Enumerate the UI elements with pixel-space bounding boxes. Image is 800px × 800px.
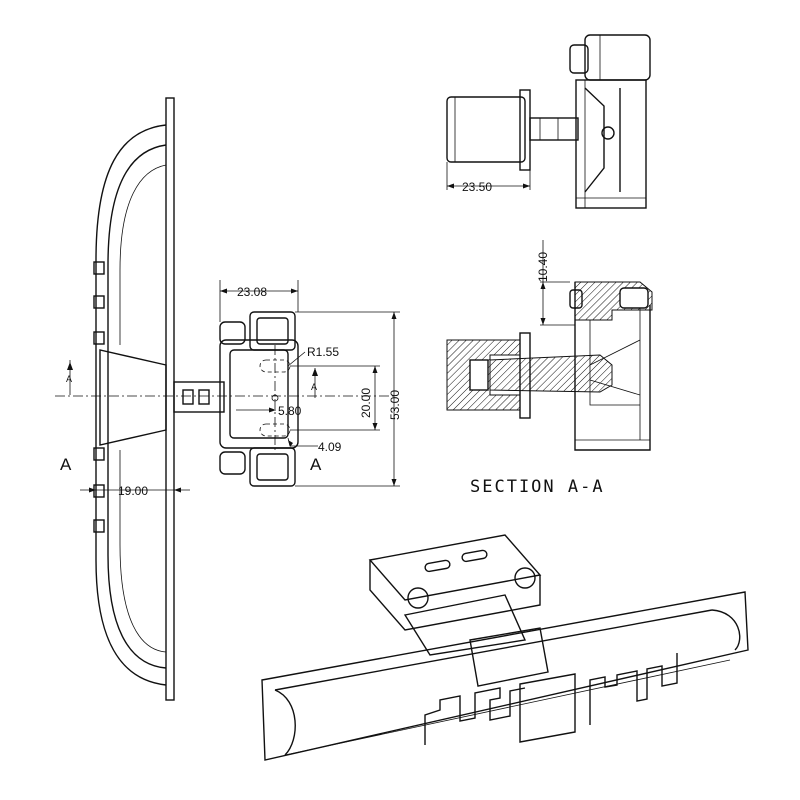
dim-19-00: 19.00 [118,484,148,498]
section-title: SECTION A-A [470,477,605,497]
section-arrow-left: A [66,374,72,384]
cut-label-right: A [310,455,322,474]
dim-4-09: 4.09 [318,440,342,454]
dim-5-80: 5.80 [278,404,302,418]
dim-10-40: 10.40 [536,252,550,282]
dim-r1-55: R1.55 [307,345,339,359]
section-view: 10.40 SECTION A-A [446,240,653,497]
cut-label-left: A [60,455,72,474]
side-view: A A 19.00 [55,97,395,701]
top-view: 23.50 [446,34,651,209]
dim-23-08: 23.08 [237,285,267,299]
isometric-view [261,534,749,761]
front-view: 23.08 R1.55 A A 20.00 53.00 5.80 4.09 [219,280,402,487]
section-arrow-mid: A [311,382,317,392]
dim-23-50: 23.50 [462,180,492,194]
dim-53-00: 53.00 [388,390,402,420]
dim-20-00: 20.00 [359,388,373,418]
